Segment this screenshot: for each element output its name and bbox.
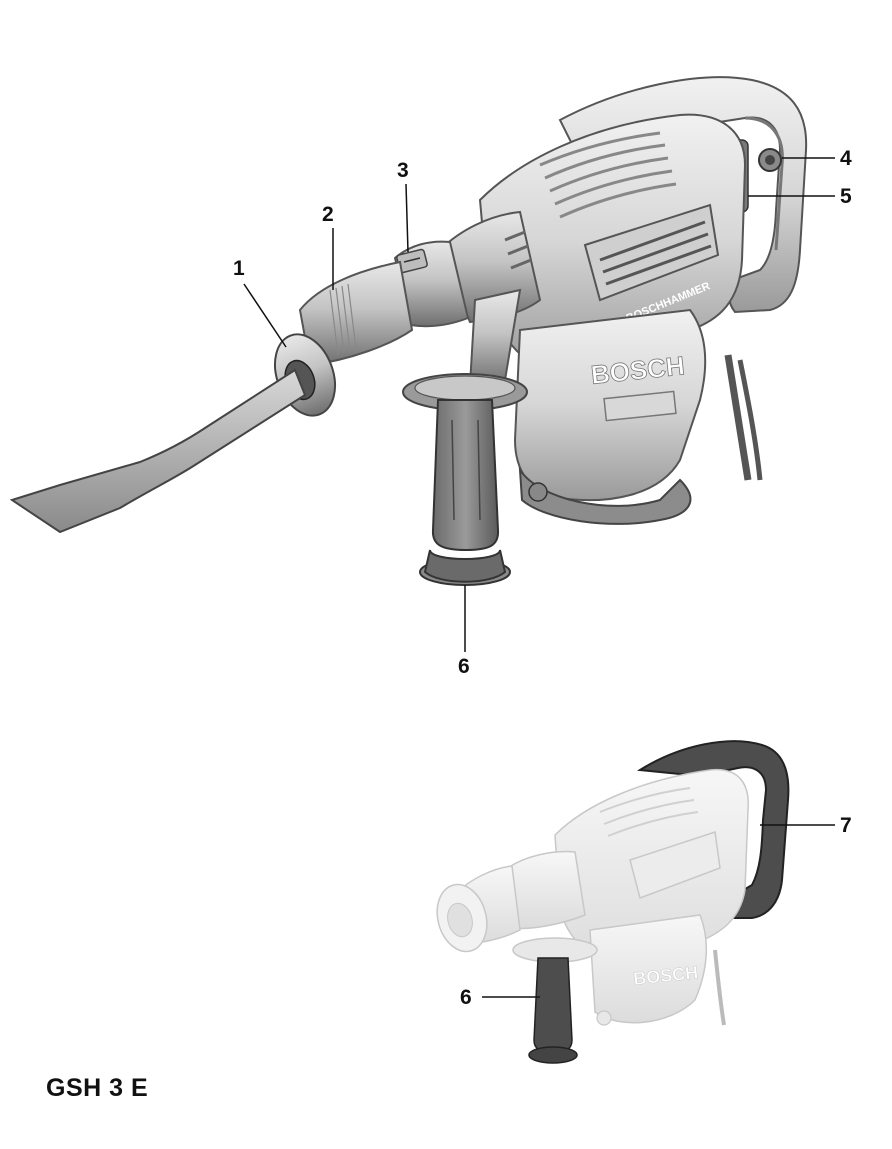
- chisel: [9, 368, 307, 534]
- callout-1: 1: [233, 257, 245, 280]
- secondary-tool: BOSCH: [436, 740, 790, 1064]
- callout-4: 4: [840, 147, 852, 170]
- aux-handle-grip-small: [533, 957, 573, 1053]
- aux-handle-grip: [431, 399, 500, 552]
- callout-5: 5: [840, 185, 852, 208]
- tool-holder-chuck: [298, 260, 414, 367]
- power-cable: [724, 354, 752, 481]
- leader-lines-small: [482, 824, 835, 998]
- callout-3: 3: [397, 159, 409, 182]
- callout-7: 7: [840, 814, 852, 837]
- main-tool: BOSCHHAMMER BOSCH: [9, 76, 808, 586]
- leader-lines-main: [243, 157, 835, 652]
- callout-2: 2: [322, 203, 334, 226]
- callout-6-small: 6: [460, 986, 472, 1009]
- callout-6: 6: [458, 655, 470, 678]
- aux-handle-clamp: [468, 288, 522, 387]
- model-name: GSH 3 E: [46, 1074, 149, 1102]
- cooling-ribs: [539, 131, 677, 219]
- speed-dial: [518, 466, 692, 525]
- vibration-damped-handle: [636, 740, 790, 919]
